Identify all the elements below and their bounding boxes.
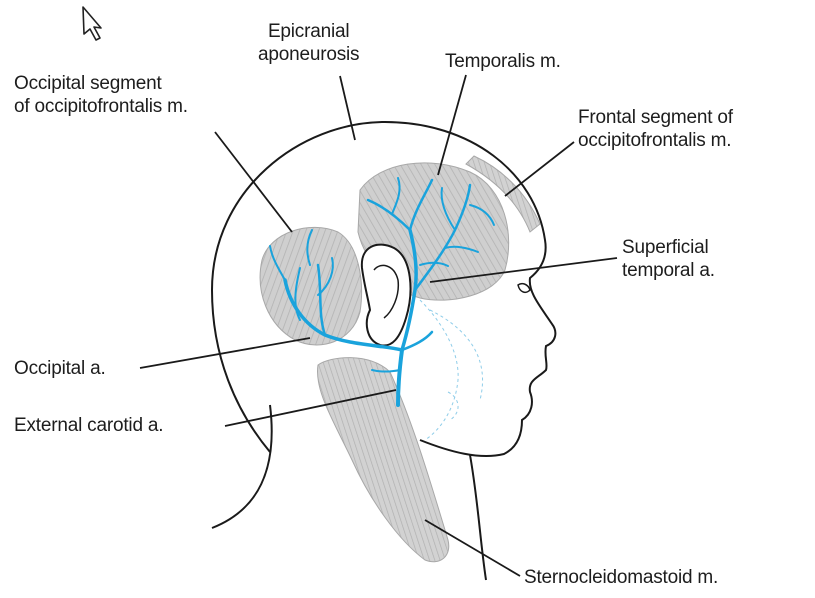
label-sternocleidomastoid: Sternocleidomastoid m. [524,566,718,589]
label-frontal-segment: Frontal segment of occipitofrontalis m. [578,106,733,152]
label-occipital-segment: Occipital segment of occipitofrontalis m… [14,72,188,118]
ear [362,245,411,346]
eye [518,284,530,293]
sternocleidomastoid-muscle [317,358,448,562]
label-temporalis: Temporalis m. [445,50,561,73]
label-external-carotid: External carotid a. [14,414,163,437]
label-occipital-artery: Occipital a. [14,357,106,380]
label-epicranial-aponeurosis: Epicranial aponeurosis [258,20,359,66]
neck-front [470,455,486,580]
neck-back [212,405,272,528]
label-superficial-temporal: Superficial temporal a. [622,236,715,282]
